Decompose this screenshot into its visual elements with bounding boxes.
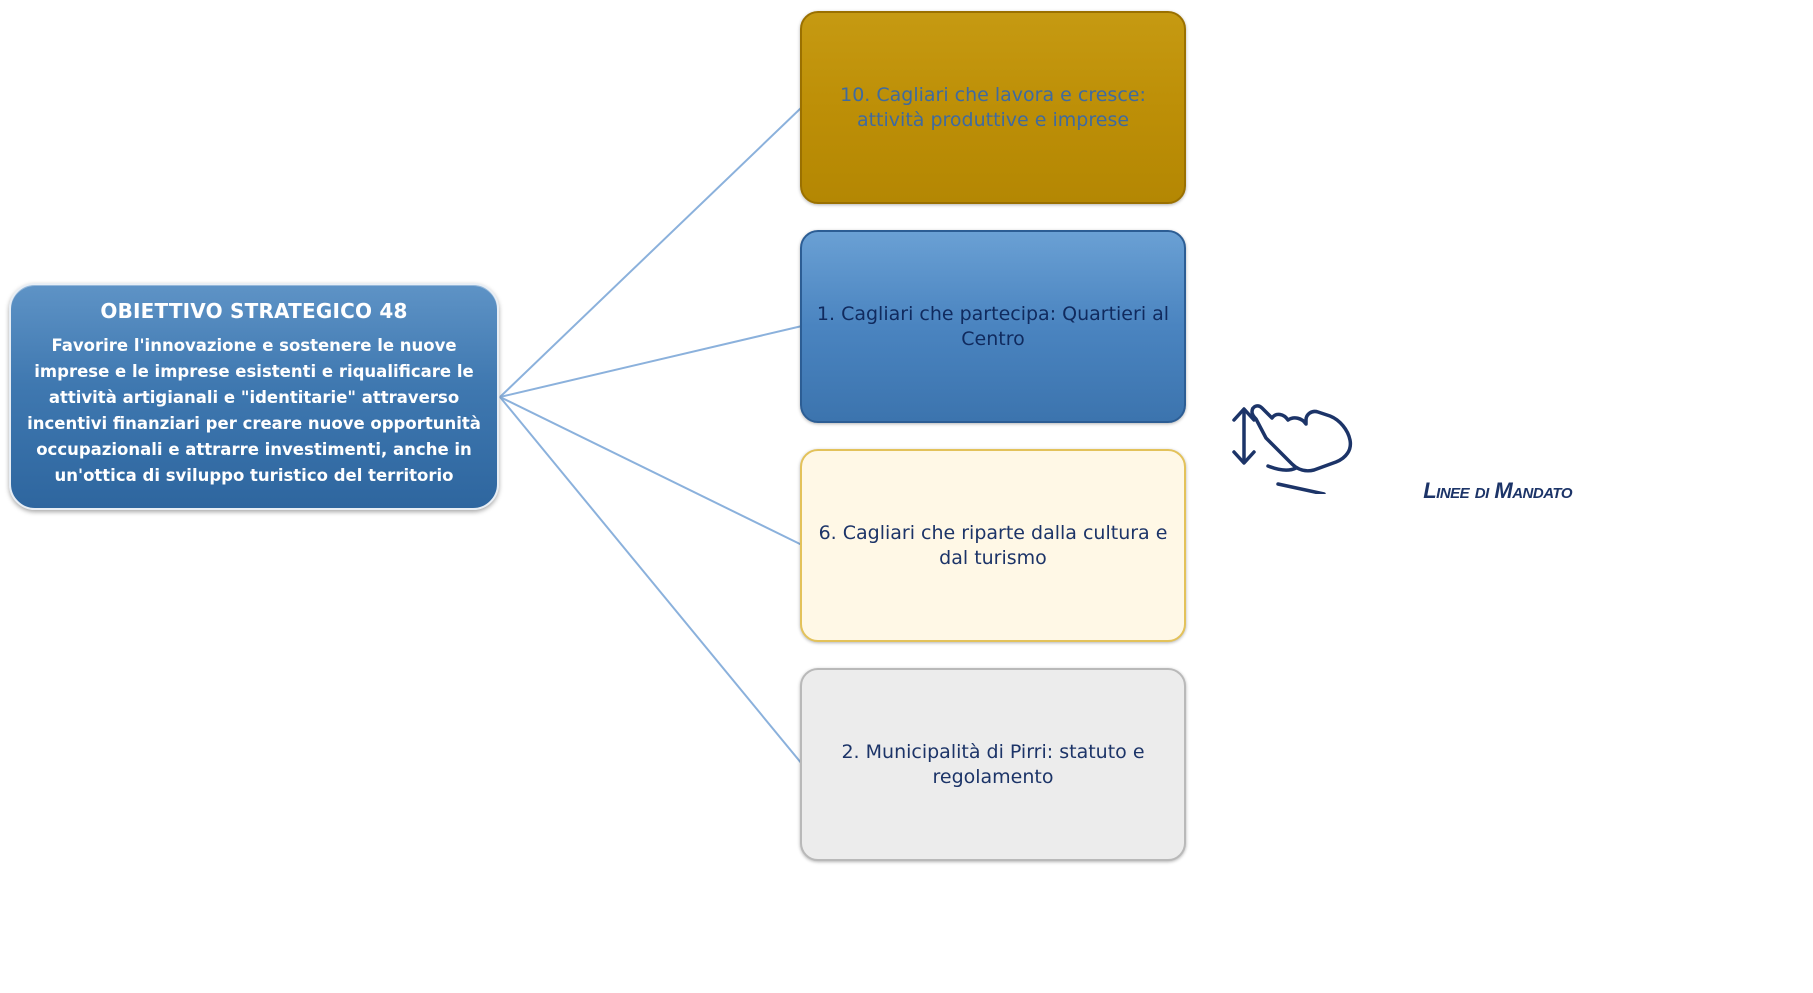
strategic-objective-title: OBIETTIVO STRATEGICO 48 [100, 299, 408, 323]
mandate-line-box-1[interactable]: 1. Cagliari che partecipa: Quartieri al … [800, 230, 1186, 423]
section-label-text: Linee di Mandato [1423, 478, 1572, 503]
mandate-line-label: 2. Municipalità di Pirri: statuto e rego… [841, 740, 1145, 788]
scroll-gesture-icon[interactable] [1226, 398, 1360, 494]
strategic-objective-box: OBIETTIVO STRATEGICO 48 Favorire l'innov… [9, 283, 499, 510]
mandate-line-label: 10. Cagliari che lavora e cresce: attivi… [840, 83, 1146, 131]
connector-line [499, 396, 803, 765]
mandate-line-label: 1. Cagliari che partecipa: Quartieri al … [816, 302, 1170, 350]
mandate-line-box-6[interactable]: 6. Cagliari che riparte dalla cultura e … [800, 449, 1186, 642]
connector-line [499, 396, 803, 546]
connector-line [499, 106, 803, 398]
mandate-line-label: 6. Cagliari che riparte dalla cultura e … [818, 521, 1168, 569]
mandate-line-box-2[interactable]: 2. Municipalità di Pirri: statuto e rego… [800, 668, 1186, 861]
connector-line [499, 325, 803, 398]
strategic-objective-description: Favorire l'innovazione e sostenere le nu… [27, 336, 481, 485]
section-label: Linee di Mandato [1362, 476, 1572, 506]
mandate-line-box-10[interactable]: 10. Cagliari che lavora e cresce: attivi… [800, 11, 1186, 204]
